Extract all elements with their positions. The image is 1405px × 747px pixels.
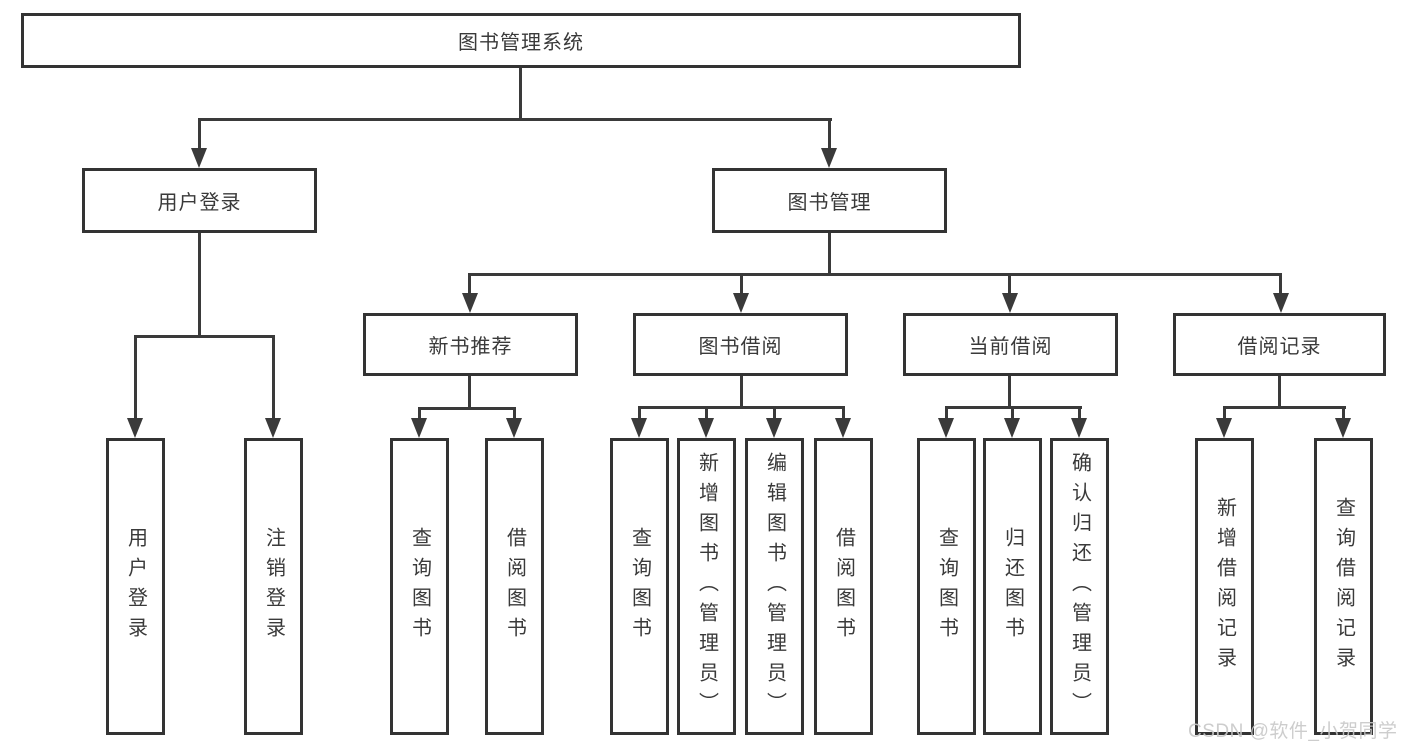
node-new-book-recommend: 新书推荐 [363, 313, 578, 376]
node-label: 图书管理 [787, 192, 872, 214]
connector-arrow-shaft [638, 409, 641, 418]
connector-arrow-shaft [1279, 276, 1282, 293]
arrow-down-icon [938, 418, 954, 438]
node-label: 图书借阅 [698, 336, 783, 358]
connector-arrow-shaft [1223, 409, 1226, 418]
connector-arrow-shaft [272, 338, 275, 418]
arrow-down-icon [462, 293, 478, 313]
connector-arrow-shaft [418, 410, 421, 418]
leaf-edit-books-admin: 编辑图书（管理员） [745, 438, 804, 735]
leaf-return-books: 归还图书 [983, 438, 1042, 735]
connector-level1-rail [198, 118, 832, 121]
arrow-down-icon [698, 418, 714, 438]
connector-borrowing-stem [740, 376, 743, 406]
node-current-borrowing: 当前借阅 [903, 313, 1118, 376]
leaf-confirm-return-admin: 确认归还（管理员） [1050, 438, 1109, 735]
connector-arrow-shaft [828, 121, 831, 148]
arrow-down-icon [411, 418, 427, 438]
arrow-down-icon [127, 418, 143, 438]
connector-arrow-shaft [513, 410, 516, 418]
arrow-down-icon [265, 418, 281, 438]
connector-borrowing-rail [638, 406, 845, 409]
connector-recommend-rail [418, 407, 516, 410]
arrow-down-icon [1002, 293, 1018, 313]
arrow-down-icon [821, 148, 837, 168]
arrow-down-icon [733, 293, 749, 313]
arrow-down-icon [1335, 418, 1351, 438]
node-label: 归还图书 [1001, 526, 1024, 647]
node-label: 当前借阅 [968, 336, 1053, 358]
connector-arrow-shaft [773, 409, 776, 418]
connector-arrow-shaft [468, 276, 471, 293]
leaf-add-books-admin: 新增图书（管理员） [677, 438, 736, 735]
connector-arrow-shaft [1342, 409, 1345, 418]
connector-user-login-rail [134, 335, 275, 338]
node-label: 查询借阅记录 [1332, 496, 1355, 677]
node-label: 新增图书（管理员） [695, 451, 718, 722]
node-user-login: 用户登录 [82, 168, 317, 233]
connector-arrow-shaft [1011, 409, 1014, 418]
arrow-down-icon [1216, 418, 1232, 438]
connector-arrow-shaft [1008, 276, 1011, 293]
connector-arrow-shaft [134, 338, 137, 418]
leaf-query-borrow-record: 查询借阅记录 [1314, 438, 1373, 735]
node-label: 注销登录 [262, 526, 285, 647]
leaf-add-borrow-record: 新增借阅记录 [1195, 438, 1254, 735]
arrow-down-icon [1273, 293, 1289, 313]
connector-arrow-shaft [945, 409, 948, 418]
node-borrowing-records: 借阅记录 [1173, 313, 1386, 376]
leaf-query-books-current: 查询图书 [917, 438, 976, 735]
arrow-down-icon [506, 418, 522, 438]
node-label: 查询图书 [935, 526, 958, 647]
leaf-query-books-recommend: 查询图书 [390, 438, 449, 735]
connector-records-rail [1223, 406, 1346, 409]
connector-book-mgmt-stem [828, 233, 831, 273]
node-label: 用户登录 [124, 526, 147, 647]
arrow-down-icon [766, 418, 782, 438]
node-label: 编辑图书（管理员） [763, 451, 786, 722]
node-label: 查询图书 [408, 526, 431, 647]
leaf-borrow-books-borrowing: 借阅图书 [814, 438, 873, 735]
leaf-logout-login: 注销登录 [244, 438, 303, 735]
connector-level2-rail [468, 273, 1282, 276]
node-label: 图书管理系统 [458, 32, 584, 54]
arrow-down-icon [191, 148, 207, 168]
connector-current-rail [945, 406, 1082, 409]
node-book-borrowing: 图书借阅 [633, 313, 848, 376]
arrow-down-icon [631, 418, 647, 438]
leaf-borrow-books-recommend: 借阅图书 [485, 438, 544, 735]
node-label: 确认归还（管理员） [1068, 451, 1091, 722]
node-label: 借阅记录 [1237, 336, 1322, 358]
node-label: 借阅图书 [503, 526, 526, 647]
arrow-down-icon [1004, 418, 1020, 438]
leaf-query-books-borrowing: 查询图书 [610, 438, 669, 735]
arrow-down-icon [1071, 418, 1087, 438]
connector-recommend-stem [468, 376, 471, 407]
connector-arrow-shaft [842, 409, 845, 418]
node-book-management: 图书管理 [712, 168, 947, 233]
node-library-management-system: 图书管理系统 [21, 13, 1021, 68]
connector-current-stem [1008, 376, 1011, 406]
node-label: 查询图书 [628, 526, 651, 647]
node-label: 新增借阅记录 [1213, 496, 1236, 677]
node-label: 新书推荐 [428, 336, 513, 358]
connector-arrow-shaft [1078, 409, 1081, 418]
connector-user-login-stem [198, 233, 201, 335]
csdn-watermark: CSDN @软件_小贺同学 [1188, 721, 1398, 742]
node-label: 借阅图书 [832, 526, 855, 647]
connector-records-stem [1278, 376, 1281, 406]
connector-arrow-shaft [705, 409, 708, 418]
arrow-down-icon [835, 418, 851, 438]
leaf-user-login: 用户登录 [106, 438, 165, 735]
connector-arrow-shaft [740, 276, 743, 293]
node-label: 用户登录 [157, 192, 242, 214]
connector-arrow-shaft [198, 121, 201, 148]
connector-root-stem [519, 68, 522, 118]
